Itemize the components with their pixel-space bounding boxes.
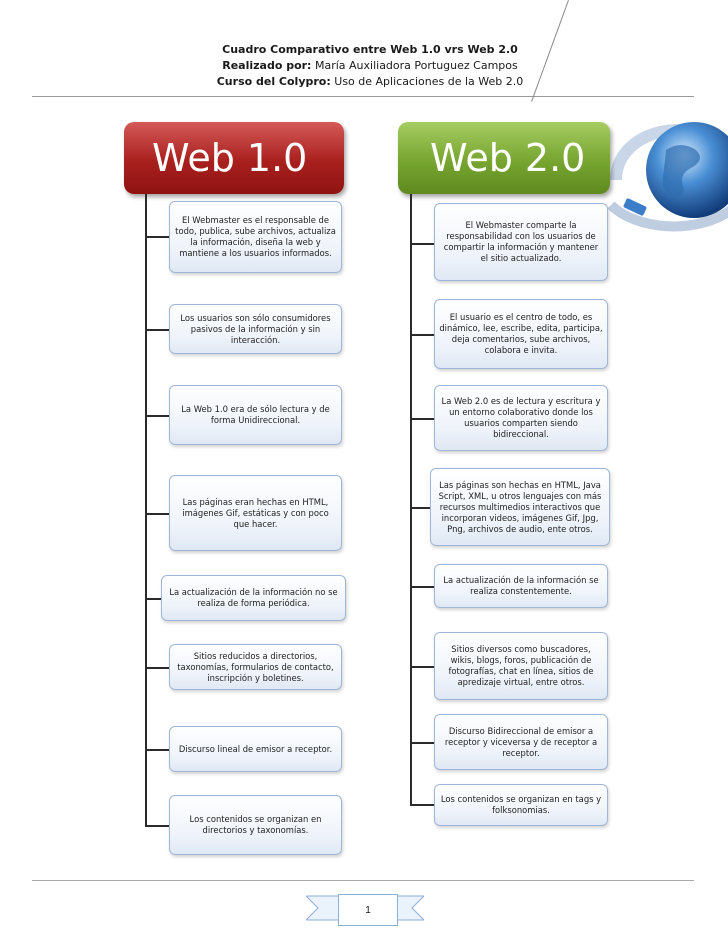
web2-item-1: El Webmaster comparte la responsabilidad…	[434, 203, 608, 281]
web1-branch	[145, 236, 169, 238]
course-name: Uso de Aplicaciones de la Web 2.0	[334, 75, 524, 88]
web2-title: Web 2.0	[398, 122, 610, 194]
web2-branch	[410, 243, 434, 245]
web2-item-7: Discurso Bidireccional de emisor a recep…	[434, 714, 608, 770]
web1-title: Web 1.0	[124, 122, 344, 194]
web1-item-5: La actualización de la información no se…	[161, 575, 346, 621]
web1-branch	[145, 825, 169, 827]
web2-branch	[410, 507, 434, 509]
web1-branch	[145, 415, 169, 417]
web1-item-6: Sitios reducidos a directorios, taxonomí…	[169, 644, 342, 690]
page-ribbon	[306, 895, 424, 921]
web1-item-1: El Webmaster es el responsable de todo, …	[169, 201, 342, 273]
web1-connector-trunk	[145, 194, 147, 827]
web1-item-4: Las páginas eran hechas en HTML, imágene…	[169, 475, 342, 551]
author-line: Realizado por: María Auxiliadora Portugu…	[200, 58, 540, 74]
web2-branch	[410, 742, 434, 744]
web2-item-4: Las páginas son hechas en HTML, Java Scr…	[430, 468, 610, 546]
web1-branch	[145, 329, 169, 331]
web2-item-5: La actualización de la información se re…	[434, 564, 608, 608]
web2-item-3: La Web 2.0 es de lectura y escritura y u…	[434, 385, 608, 451]
web1-item-7: Discurso lineal de emisor a receptor.	[169, 726, 342, 772]
document-header: Cuadro Comparativo entre Web 1.0 vrs Web…	[200, 42, 540, 90]
web2-branch	[410, 586, 434, 588]
web2-item-8: Los contenidos se organizan en tags y fo…	[434, 784, 608, 826]
web2-connector-trunk	[410, 194, 412, 806]
course-line: Curso del Colypro: Uso de Aplicaciones d…	[200, 74, 540, 90]
web2-item-2: El usuario es el centro de todo, es diná…	[434, 299, 608, 369]
web2-branch	[410, 418, 434, 420]
web2-branch	[410, 666, 434, 668]
header-rule	[32, 96, 694, 97]
web2-branch	[410, 804, 434, 806]
web1-item-3: La Web 1.0 era de sólo lectura y de form…	[169, 385, 342, 445]
author-name: María Auxiliadora Portuguez Campos	[314, 59, 518, 72]
web1-item-8: Los contenidos se organizan en directori…	[169, 795, 342, 855]
author-label: Realizado por:	[222, 59, 312, 72]
globe-icon	[607, 122, 728, 232]
web1-branch	[145, 667, 169, 669]
document-title: Cuadro Comparativo entre Web 1.0 vrs Web…	[222, 43, 518, 56]
page-number: 1	[338, 894, 398, 926]
web1-branch	[145, 598, 161, 600]
web2-item-6: Sitios diversos como buscadores, wikis, …	[434, 632, 608, 700]
footer-rule	[32, 880, 694, 881]
course-label: Curso del Colypro:	[216, 75, 331, 88]
web1-branch	[145, 749, 169, 751]
web2-branch	[410, 334, 434, 336]
web1-branch	[145, 513, 169, 515]
web1-item-2: Los usuarios son sólo consumidores pasiv…	[169, 304, 342, 354]
